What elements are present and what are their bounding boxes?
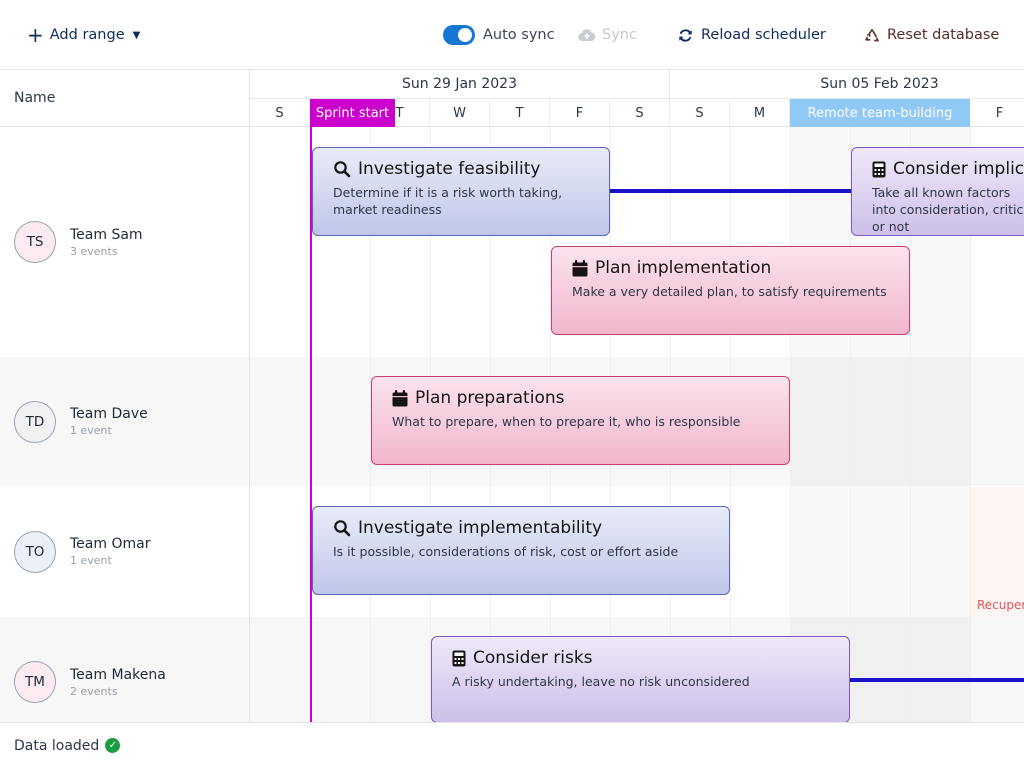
event-title: Investigate feasibility	[358, 159, 540, 179]
day-header: S	[610, 99, 670, 127]
avatar: TS	[14, 221, 56, 263]
event-title: Consider implications	[893, 159, 1024, 179]
recuperation-label: Recuperation	[977, 598, 1024, 612]
resource-row[interactable]: TS Team Sam 3 events	[0, 127, 250, 357]
status-text: Data loaded	[14, 738, 99, 754]
event-title: Consider risks	[473, 648, 593, 668]
auto-sync-toggle[interactable]	[443, 25, 475, 45]
sprint-start-label[interactable]: Sprint start	[310, 99, 395, 127]
sync-label: Sync	[602, 27, 637, 43]
resource-row[interactable]: TO Team Omar 1 event	[0, 486, 250, 617]
toggle-knob	[458, 28, 472, 42]
search-icon	[333, 519, 351, 537]
day-header: T	[490, 99, 550, 127]
resource-event-count: 1 event	[70, 554, 150, 567]
resource-name: Team Makena	[70, 667, 166, 683]
search-icon	[333, 160, 351, 178]
resource-event-count: 3 events	[70, 245, 143, 258]
day-header: S	[670, 99, 730, 127]
day-header: M	[730, 99, 790, 127]
calendar-icon	[572, 260, 588, 277]
name-column-header[interactable]: Name	[0, 70, 250, 127]
avatar-initials: TS	[27, 234, 44, 250]
grid-line	[790, 127, 791, 722]
add-range-button[interactable]: + Add range ▼	[27, 0, 140, 70]
cloud-upload-icon	[578, 28, 596, 42]
add-range-label: Add range	[50, 27, 125, 43]
sprint-start-line[interactable]	[310, 99, 312, 722]
auto-sync-control[interactable]: Auto sync	[443, 0, 555, 70]
day-header: W	[430, 99, 490, 127]
event-description: Is it possible, considerations of risk, …	[333, 544, 715, 561]
event-description: Determine if it is a risk worth taking, …	[333, 185, 595, 219]
week-header: Sun 29 Jan 2023	[250, 70, 670, 99]
day-label: S	[695, 106, 703, 121]
calendar-icon	[392, 390, 408, 407]
event-plan-preparations[interactable]: Plan preparations What to prepare, when …	[371, 376, 790, 465]
resource-row[interactable]: TD Team Dave 1 event	[0, 357, 250, 486]
day-header: F	[970, 99, 1024, 127]
reload-label: Reload scheduler	[701, 27, 826, 43]
event-investigate-implementability[interactable]: Investigate implementability Is it possi…	[312, 506, 730, 595]
recycle-icon	[864, 28, 880, 43]
avatar-initials: TO	[26, 544, 45, 560]
check-circle-icon: ✓	[105, 738, 120, 753]
refresh-icon	[678, 28, 693, 43]
reset-label: Reset database	[887, 27, 999, 43]
day-label: S	[275, 106, 283, 121]
calculator-icon	[872, 161, 886, 178]
day-header: S	[250, 99, 310, 127]
reset-database-button[interactable]: Reset database	[864, 0, 999, 70]
resource-name: Team Sam	[70, 227, 143, 243]
calculator-icon	[452, 650, 466, 667]
name-column-label: Name	[14, 90, 55, 106]
status-bar: Data loaded ✓	[0, 722, 1024, 768]
caret-down-icon: ▼	[133, 30, 141, 41]
avatar: TO	[14, 531, 56, 573]
day-label: W	[453, 106, 466, 121]
dependency-line[interactable]	[609, 189, 852, 193]
day-label: F	[576, 106, 583, 121]
resource-event-count: 1 event	[70, 424, 148, 437]
dependency-line[interactable]	[849, 678, 1024, 682]
team-building-range[interactable]: Remote team-building	[790, 99, 970, 127]
resource-list: TS Team Sam3 events TD Team Dave1 event …	[0, 127, 250, 722]
event-title: Plan preparations	[415, 388, 564, 408]
event-consider-implications[interactable]: Consider implications Take all known fac…	[851, 147, 1024, 236]
resource-name: Team Omar	[70, 536, 150, 552]
avatar: TM	[14, 661, 56, 703]
day-label: S	[635, 106, 643, 121]
day-label: T	[516, 106, 524, 121]
resource-event-count: 2 events	[70, 685, 166, 698]
event-title: Plan implementation	[595, 258, 771, 278]
reload-scheduler-button[interactable]: Reload scheduler	[678, 0, 826, 70]
day-label: M	[754, 106, 765, 121]
event-plan-implementation[interactable]: Plan implementation Make a very detailed…	[551, 246, 910, 335]
plus-icon: +	[27, 25, 44, 45]
resource-name: Team Dave	[70, 406, 148, 422]
event-investigate-feasibility[interactable]: Investigate feasibility Determine if it …	[312, 147, 610, 236]
avatar-initials: TD	[26, 414, 45, 430]
event-consider-risks[interactable]: Consider risks A risky undertaking, leav…	[431, 636, 850, 723]
sync-button[interactable]: Sync	[578, 0, 637, 70]
event-description: Make a very detailed plan, to satisfy re…	[572, 284, 895, 301]
resource-row[interactable]: TM Team Makena 2 events	[0, 617, 250, 722]
avatar-initials: TM	[25, 674, 45, 690]
event-description: Take all known factors into consideratio…	[872, 185, 1024, 236]
day-label: F	[996, 106, 1003, 121]
event-description: A risky undertaking, leave no risk uncon…	[452, 674, 835, 691]
day-header: F	[550, 99, 610, 127]
event-description: What to prepare, when to prepare it, who…	[392, 414, 775, 431]
day-label: T	[396, 106, 404, 121]
toolbar: + Add range ▼ Auto sync Sync Reload sche…	[0, 0, 1024, 70]
week-label: Sun 05 Feb 2023	[820, 76, 938, 92]
week-label: Sun 29 Jan 2023	[402, 76, 517, 92]
week-header: Sun 05 Feb 2023	[670, 70, 1024, 99]
auto-sync-label: Auto sync	[483, 27, 555, 43]
avatar: TD	[14, 401, 56, 443]
event-title: Investigate implementability	[358, 518, 602, 538]
